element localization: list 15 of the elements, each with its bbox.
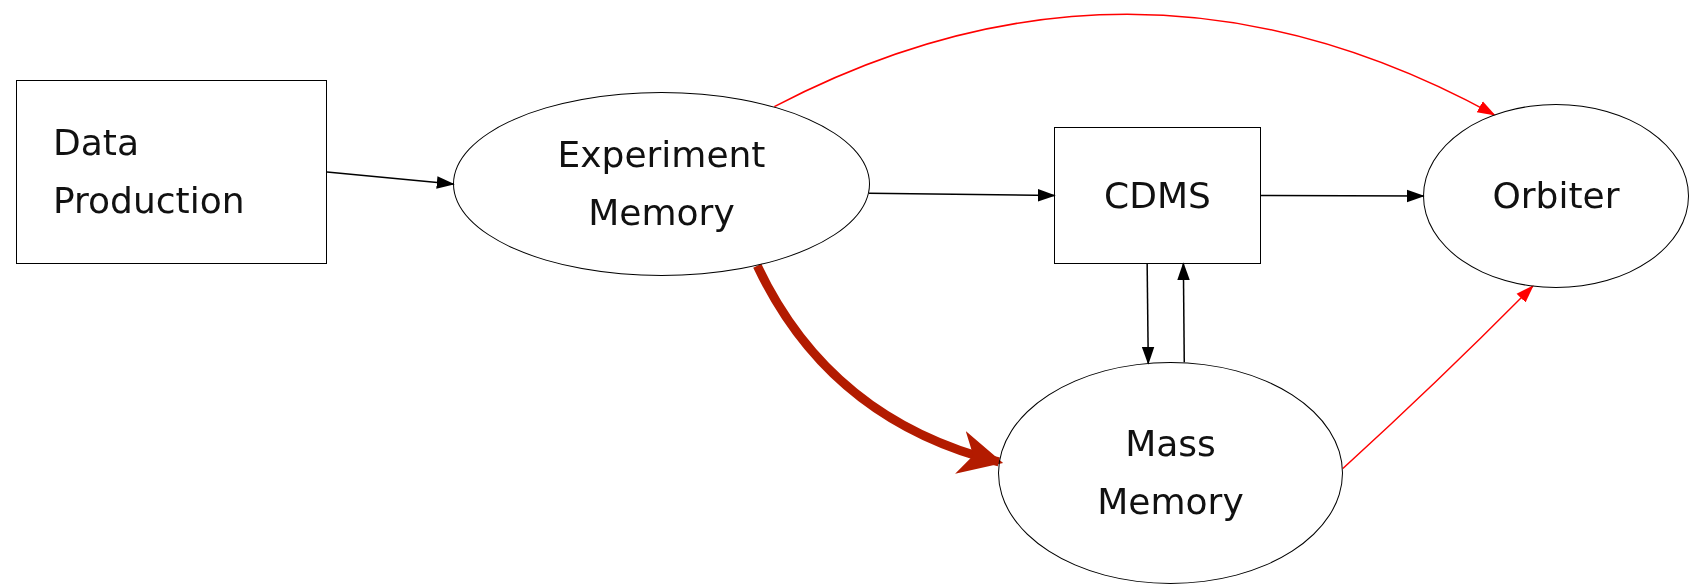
arrow <box>1260 189 1425 203</box>
arrow <box>1141 263 1155 365</box>
node-label: Data Production <box>53 121 246 223</box>
node-label: Experiment Memory <box>556 133 767 235</box>
process-box <box>16 80 327 264</box>
arrow <box>326 171 455 189</box>
process-box <box>1054 127 1261 264</box>
arrow <box>868 189 1056 202</box>
node-label: CDMS <box>1104 173 1211 218</box>
thick-arrow <box>753 263 1004 473</box>
arrow <box>1177 262 1190 364</box>
node-label: Orbiter <box>1492 174 1620 219</box>
arrow <box>1342 285 1534 470</box>
arrow <box>773 13 1496 116</box>
node-label: Mass Memory <box>1096 422 1245 524</box>
